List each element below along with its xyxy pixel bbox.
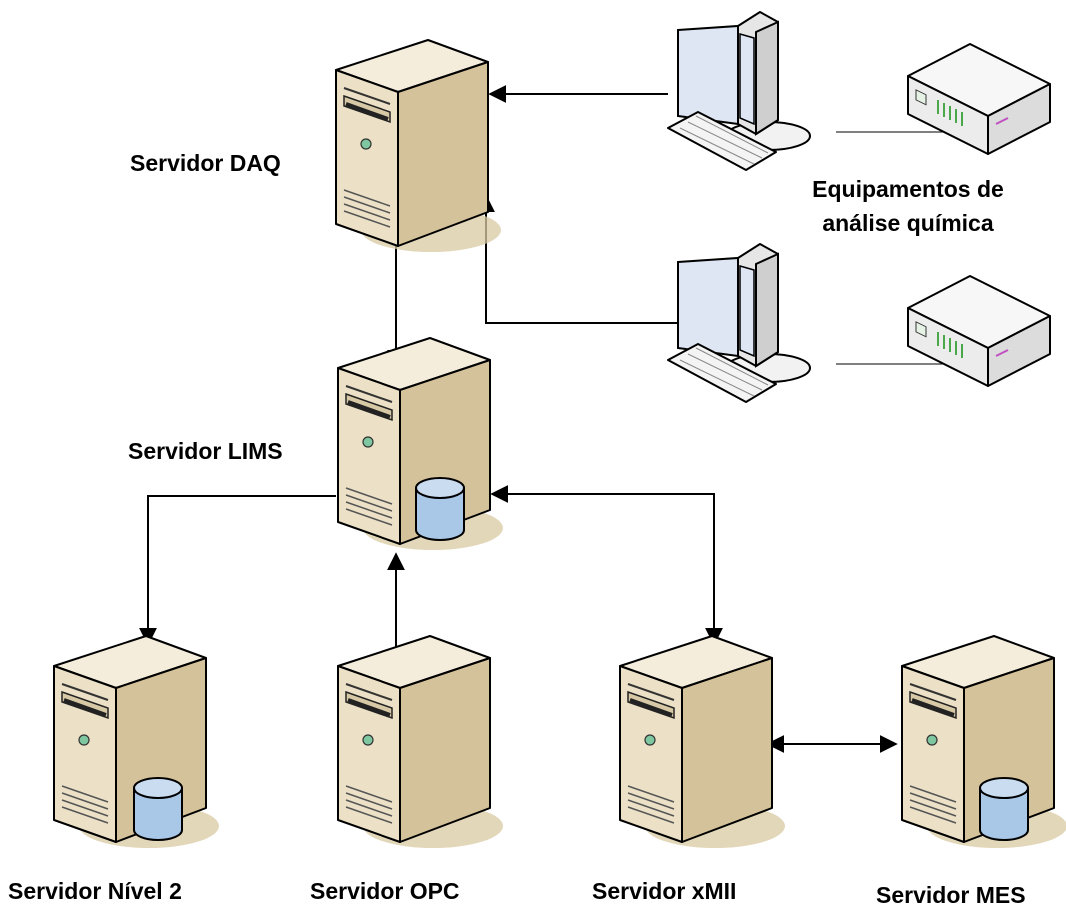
label-servidor-mes: Servidor MES bbox=[876, 882, 1026, 908]
edge-lims-nivel2 bbox=[139, 495, 336, 646]
label-servidor-opc: Servidor OPC bbox=[310, 878, 460, 904]
database-lims-icon bbox=[415, 477, 465, 541]
edge-lims-xmii bbox=[490, 485, 723, 646]
label-equipamentos-line2: análise química bbox=[822, 210, 994, 236]
analyzer-device-2-icon bbox=[907, 275, 1051, 387]
database-mes-icon bbox=[979, 777, 1029, 841]
workstation-2-icon bbox=[667, 243, 811, 403]
label-equipamentos-line1: Equipamentos de bbox=[812, 176, 1004, 202]
label-servidor-nivel2: Servidor Nível 2 bbox=[8, 878, 182, 904]
workstation-1-icon bbox=[667, 11, 811, 171]
server-xmii-icon bbox=[618, 634, 787, 850]
server-daq-icon bbox=[334, 38, 503, 254]
label-servidor-lims: Servidor LIMS bbox=[128, 438, 283, 464]
analyzer-device-1-icon bbox=[907, 43, 1051, 155]
server-opc-icon bbox=[336, 634, 505, 850]
label-servidor-daq: Servidor DAQ bbox=[130, 150, 281, 176]
label-servidor-xmii: Servidor xMII bbox=[592, 878, 737, 904]
database-nivel2-icon bbox=[133, 777, 183, 841]
